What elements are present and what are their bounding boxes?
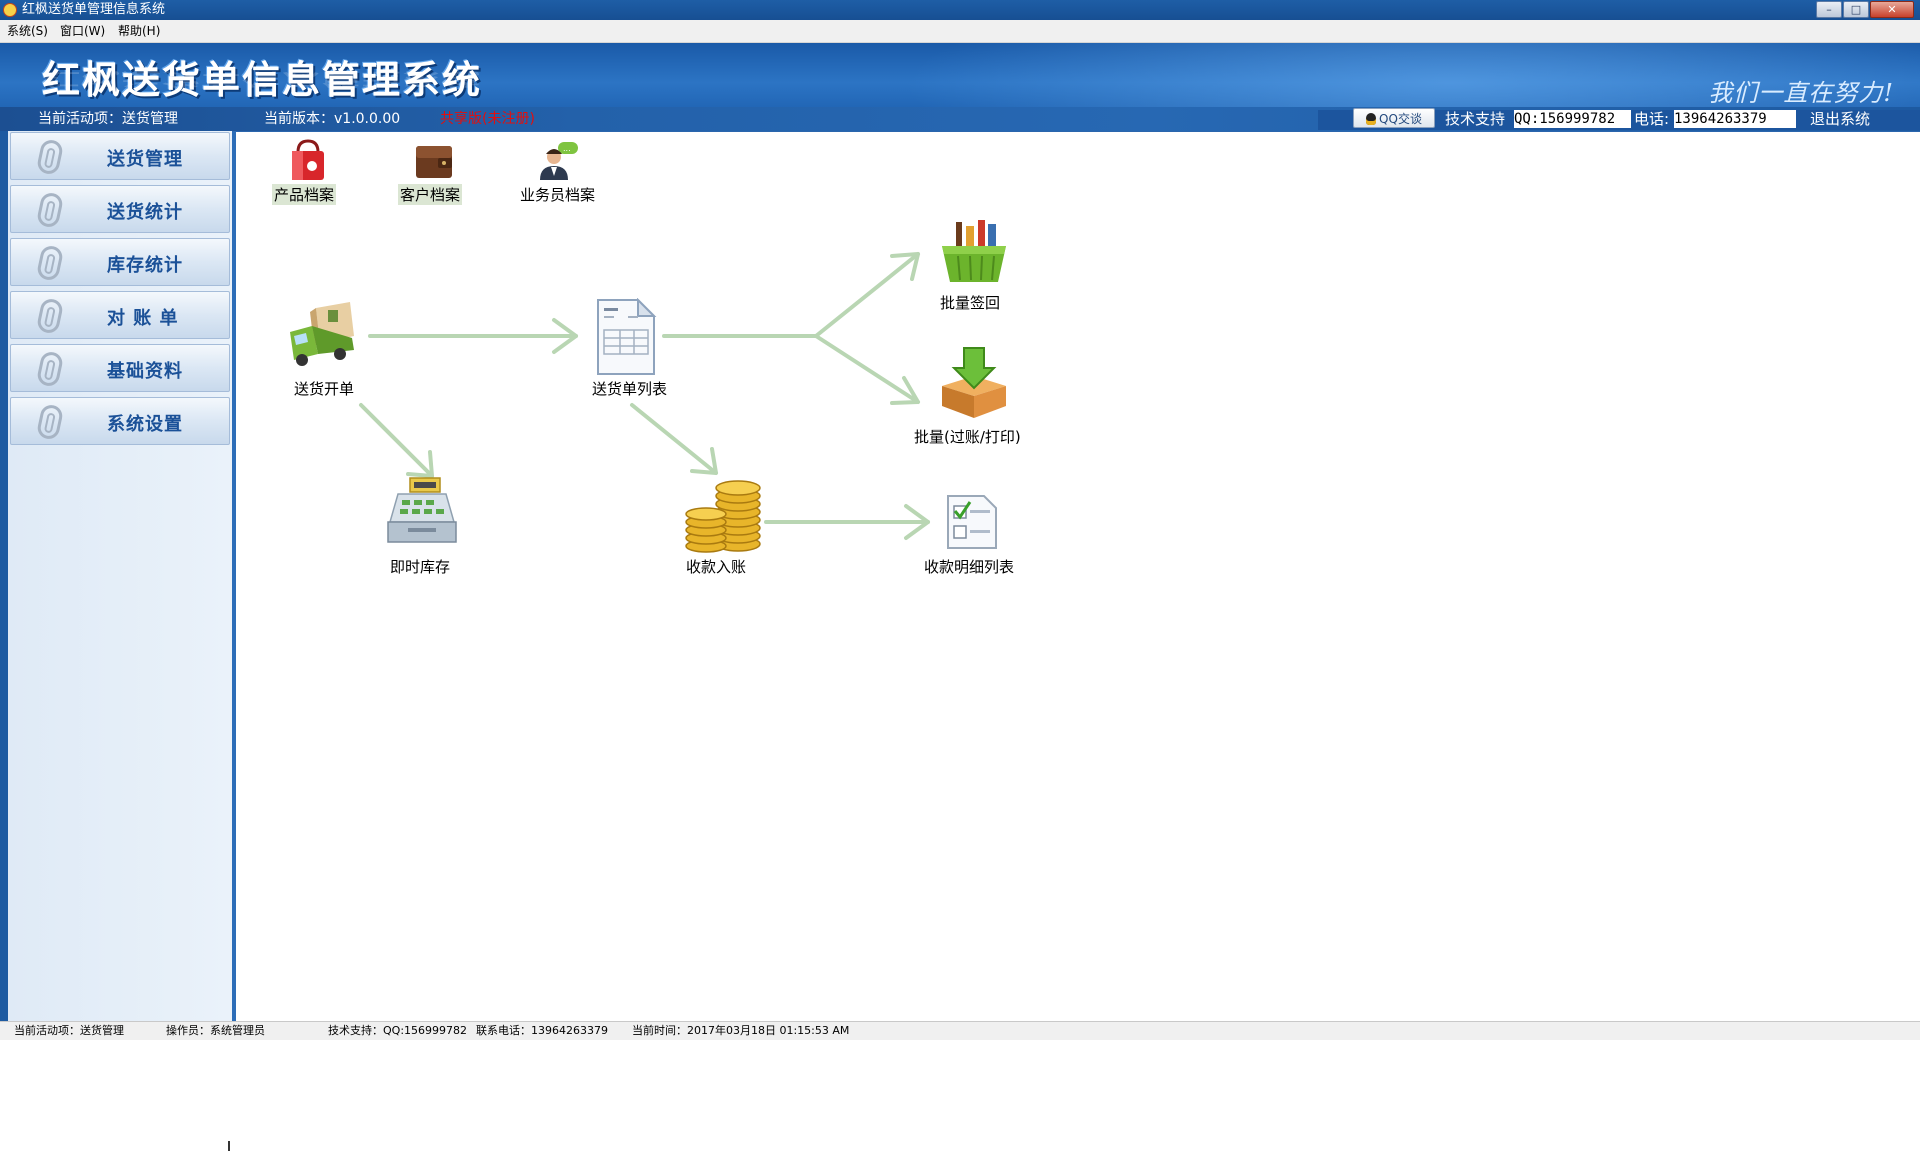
sidebar-item-label: 系统设置	[107, 414, 183, 435]
product-archive-label[interactable]: 产品档案	[272, 184, 337, 205]
cash-register-icon	[387, 477, 457, 543]
payment-details-label[interactable]: 收款明细列表	[924, 558, 1015, 576]
maximize-button[interactable]: □	[1843, 1, 1869, 18]
minimize-button[interactable]: –	[1816, 1, 1842, 18]
window-title: 红枫送货单管理信息系统	[22, 2, 166, 17]
arrowhead	[890, 252, 920, 281]
app-logo-icon	[3, 3, 17, 17]
sidebar-resize-handle[interactable]	[228, 1141, 230, 1151]
salesperson-archive-label[interactable]: 业务员档案	[520, 186, 596, 204]
banner-slogan: 我们一直在努力!	[1708, 79, 1894, 107]
phone-label: 电话:	[1634, 110, 1670, 128]
customer-archive-label[interactable]: 客户档案	[398, 184, 463, 205]
truck-icon	[290, 302, 354, 366]
paperclip-icon	[35, 244, 65, 282]
banner: 红枫送货单信息管理系统 红枫送货单信息管理系统 我们一直在努力! 当前活动项：送…	[0, 43, 1920, 131]
shopping-bag-icon	[292, 139, 324, 180]
status-active-item: 当前活动项：送货管理	[14, 1024, 124, 1037]
status-tech-support: 技术支持：QQ:156999782	[328, 1024, 468, 1037]
arrowhead	[904, 504, 930, 540]
coins-icon	[685, 480, 761, 553]
sidebar-item-label: 对 账 单	[107, 308, 179, 329]
payment-details-shortcut[interactable]	[944, 492, 1000, 556]
title-bar: 红枫送货单管理信息系统 – □ ✕	[0, 0, 1920, 20]
document-icon	[597, 297, 657, 375]
sidebar-item-inventory-statistics[interactable]: 库存统计	[10, 238, 230, 286]
logout-link[interactable]: 退出系统	[1810, 110, 1871, 128]
payment-entry-shortcut[interactable]	[682, 478, 764, 558]
delivery-order-shortcut[interactable]	[288, 302, 358, 370]
batch-post-print-label[interactable]: 批量(过账/打印)	[914, 428, 1021, 446]
window-controls: – □ ✕	[1815, 1, 1914, 18]
arrow-to-batch-post	[814, 334, 920, 404]
salesperson-icon: ...	[540, 142, 578, 180]
realtime-stock-label[interactable]: 即时库存	[390, 558, 451, 576]
sidebar-item-basic-data[interactable]: 基础资料	[10, 344, 230, 392]
paperclip-icon	[35, 297, 65, 335]
menu-system[interactable]: 系统(S)	[7, 24, 48, 38]
menu-window[interactable]: 窗口(W)	[60, 24, 106, 38]
sidebar-item-label: 基础资料	[107, 361, 183, 382]
batch-return-shortcut[interactable]	[936, 216, 1012, 290]
qq-penguin-icon	[1366, 113, 1377, 125]
workspace: 产品档案 客户档案 ... 业务员档案	[236, 131, 1920, 1022]
close-button[interactable]: ✕	[1870, 1, 1914, 18]
status-bar: 当前活动项：送货管理 操作员：系统管理员 技术支持：QQ:156999782 联…	[0, 1021, 1920, 1040]
realtime-stock-shortcut[interactable]	[384, 476, 460, 550]
wallet-icon	[416, 146, 452, 178]
sidebar-item-label: 送货统计	[107, 202, 183, 223]
edition-label[interactable]: 共享版(未注册)	[440, 111, 535, 127]
sidebar-item-system-settings[interactable]: 系统设置	[10, 397, 230, 445]
sidebar-item-delivery-management[interactable]: 送货管理	[10, 132, 230, 180]
batch-post-print-shortcut[interactable]	[936, 346, 1012, 424]
product-archive-shortcut[interactable]	[286, 138, 330, 186]
download-box-icon	[942, 347, 1006, 418]
arrowhead	[690, 447, 718, 475]
arrowhead	[552, 318, 578, 354]
banner-title-reflection: 红枫送货单信息管理系统	[42, 69, 483, 89]
sidebar-item-delivery-statistics[interactable]: 送货统计	[10, 185, 230, 233]
sidebar-item-label: 送货管理	[107, 149, 183, 170]
arrowhead	[406, 450, 434, 478]
sidebar-item-statement[interactable]: 对 账 单	[10, 291, 230, 339]
sidebar-item-label: 库存统计	[107, 255, 183, 276]
status-operator: 操作员：系统管理员	[166, 1024, 265, 1037]
sidebar: 送货管理 送货统计 库存统计 对 账 单 基础资料 系统设置	[0, 131, 236, 1151]
menu-bar: 系统(S) 窗口(W) 帮助(H)	[0, 20, 1920, 43]
order-list-label[interactable]: 送货单列表	[592, 380, 668, 398]
flow-arrows	[359, 252, 930, 540]
salesperson-archive-shortcut[interactable]: ...	[536, 140, 582, 186]
paperclip-icon	[35, 191, 65, 229]
svg-text:...: ...	[563, 144, 571, 153]
status-time: 当前时间：2017年03月18日 01:15:53 AM	[632, 1024, 850, 1037]
arrow-to-batch-return	[814, 252, 920, 338]
paperclip-icon	[35, 138, 65, 176]
order-list-shortcut[interactable]	[594, 297, 658, 380]
batch-return-label[interactable]: 批量签回	[940, 294, 1001, 312]
banner-title: 红枫送货单信息管理系统	[42, 58, 483, 102]
payment-entry-label[interactable]: 收款入账	[686, 558, 747, 576]
paperclip-icon	[35, 403, 65, 441]
status-phone: 联系电话：13964263379	[476, 1024, 608, 1037]
delivery-order-label[interactable]: 送货开单	[294, 380, 355, 398]
arrow-order-to-stock	[359, 403, 434, 478]
qq-number-field: QQ:156999782	[1514, 110, 1631, 128]
shopping-basket-icon	[942, 220, 1006, 282]
tech-support-label: 技术支持	[1445, 110, 1506, 128]
arrowhead	[890, 376, 920, 405]
customer-archive-shortcut[interactable]	[412, 140, 456, 186]
current-version: 当前版本：v1.0.0.00	[264, 111, 401, 127]
arrow-list-to-payment	[630, 403, 718, 475]
checklist-icon	[947, 495, 997, 549]
menu-help[interactable]: 帮助(H)	[118, 24, 161, 38]
current-active-item: 当前活动项：送货管理	[38, 111, 178, 127]
qq-chat-button[interactable]: QQ交谈	[1353, 108, 1435, 128]
phone-number-field: 13964263379	[1674, 110, 1796, 128]
paperclip-icon	[35, 350, 65, 388]
